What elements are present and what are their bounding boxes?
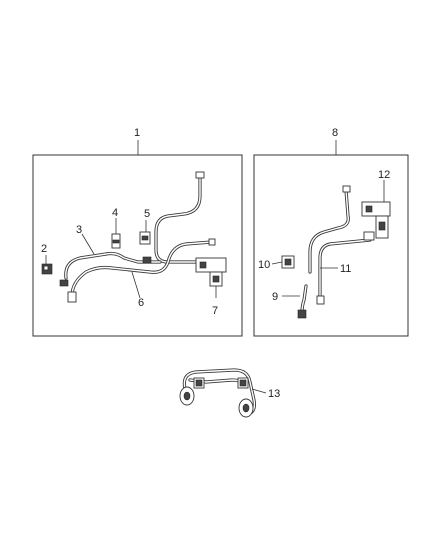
callout-1: 1 (134, 127, 140, 139)
callout-3: 3 (76, 224, 82, 236)
leader-3 (81, 233, 95, 255)
fitting-end-11 (316, 295, 325, 305)
fuel-tube-11 (308, 188, 350, 274)
fuel-tube-long (154, 173, 212, 264)
leader-13 (251, 388, 267, 394)
callout-9: 9 (272, 291, 278, 303)
callout-12: 12 (378, 169, 390, 181)
clip-part-10 (281, 255, 295, 269)
bracket-part-4 (111, 233, 121, 249)
bracket-assembly-part-7 (195, 257, 227, 287)
quick-connector (142, 256, 152, 264)
fitting-right (208, 238, 216, 246)
fuel-tube-11b (318, 238, 372, 298)
callout-4: 4 (112, 207, 118, 219)
bracket-part-12 (361, 201, 391, 241)
fitting-part-9 (297, 309, 307, 319)
fuel-hose-assembly-part-13 (179, 368, 256, 418)
callout-2: 2 (41, 243, 47, 255)
leader-10 (271, 261, 283, 265)
clip-part-2 (41, 263, 53, 275)
end-fitting-left (59, 279, 69, 287)
end-fitting-left-2 (67, 291, 77, 303)
clip-part-5 (139, 231, 151, 245)
fuel-tube-3 (64, 251, 162, 280)
group-box-left (32, 154, 243, 337)
fuel-tube-part-9 (300, 284, 308, 314)
fitting-top-right (342, 185, 351, 193)
leader-6 (131, 271, 141, 299)
callout-7: 7 (212, 305, 218, 317)
fuel-tube-6 (70, 240, 214, 298)
callout-6: 6 (138, 297, 144, 309)
callout-13: 13 (268, 388, 280, 400)
callout-5: 5 (144, 208, 150, 220)
group-box-right (253, 154, 409, 337)
callout-10: 10 (258, 259, 270, 271)
fitting-top (195, 171, 205, 179)
callout-11: 11 (340, 263, 351, 275)
callout-8: 8 (332, 127, 338, 139)
